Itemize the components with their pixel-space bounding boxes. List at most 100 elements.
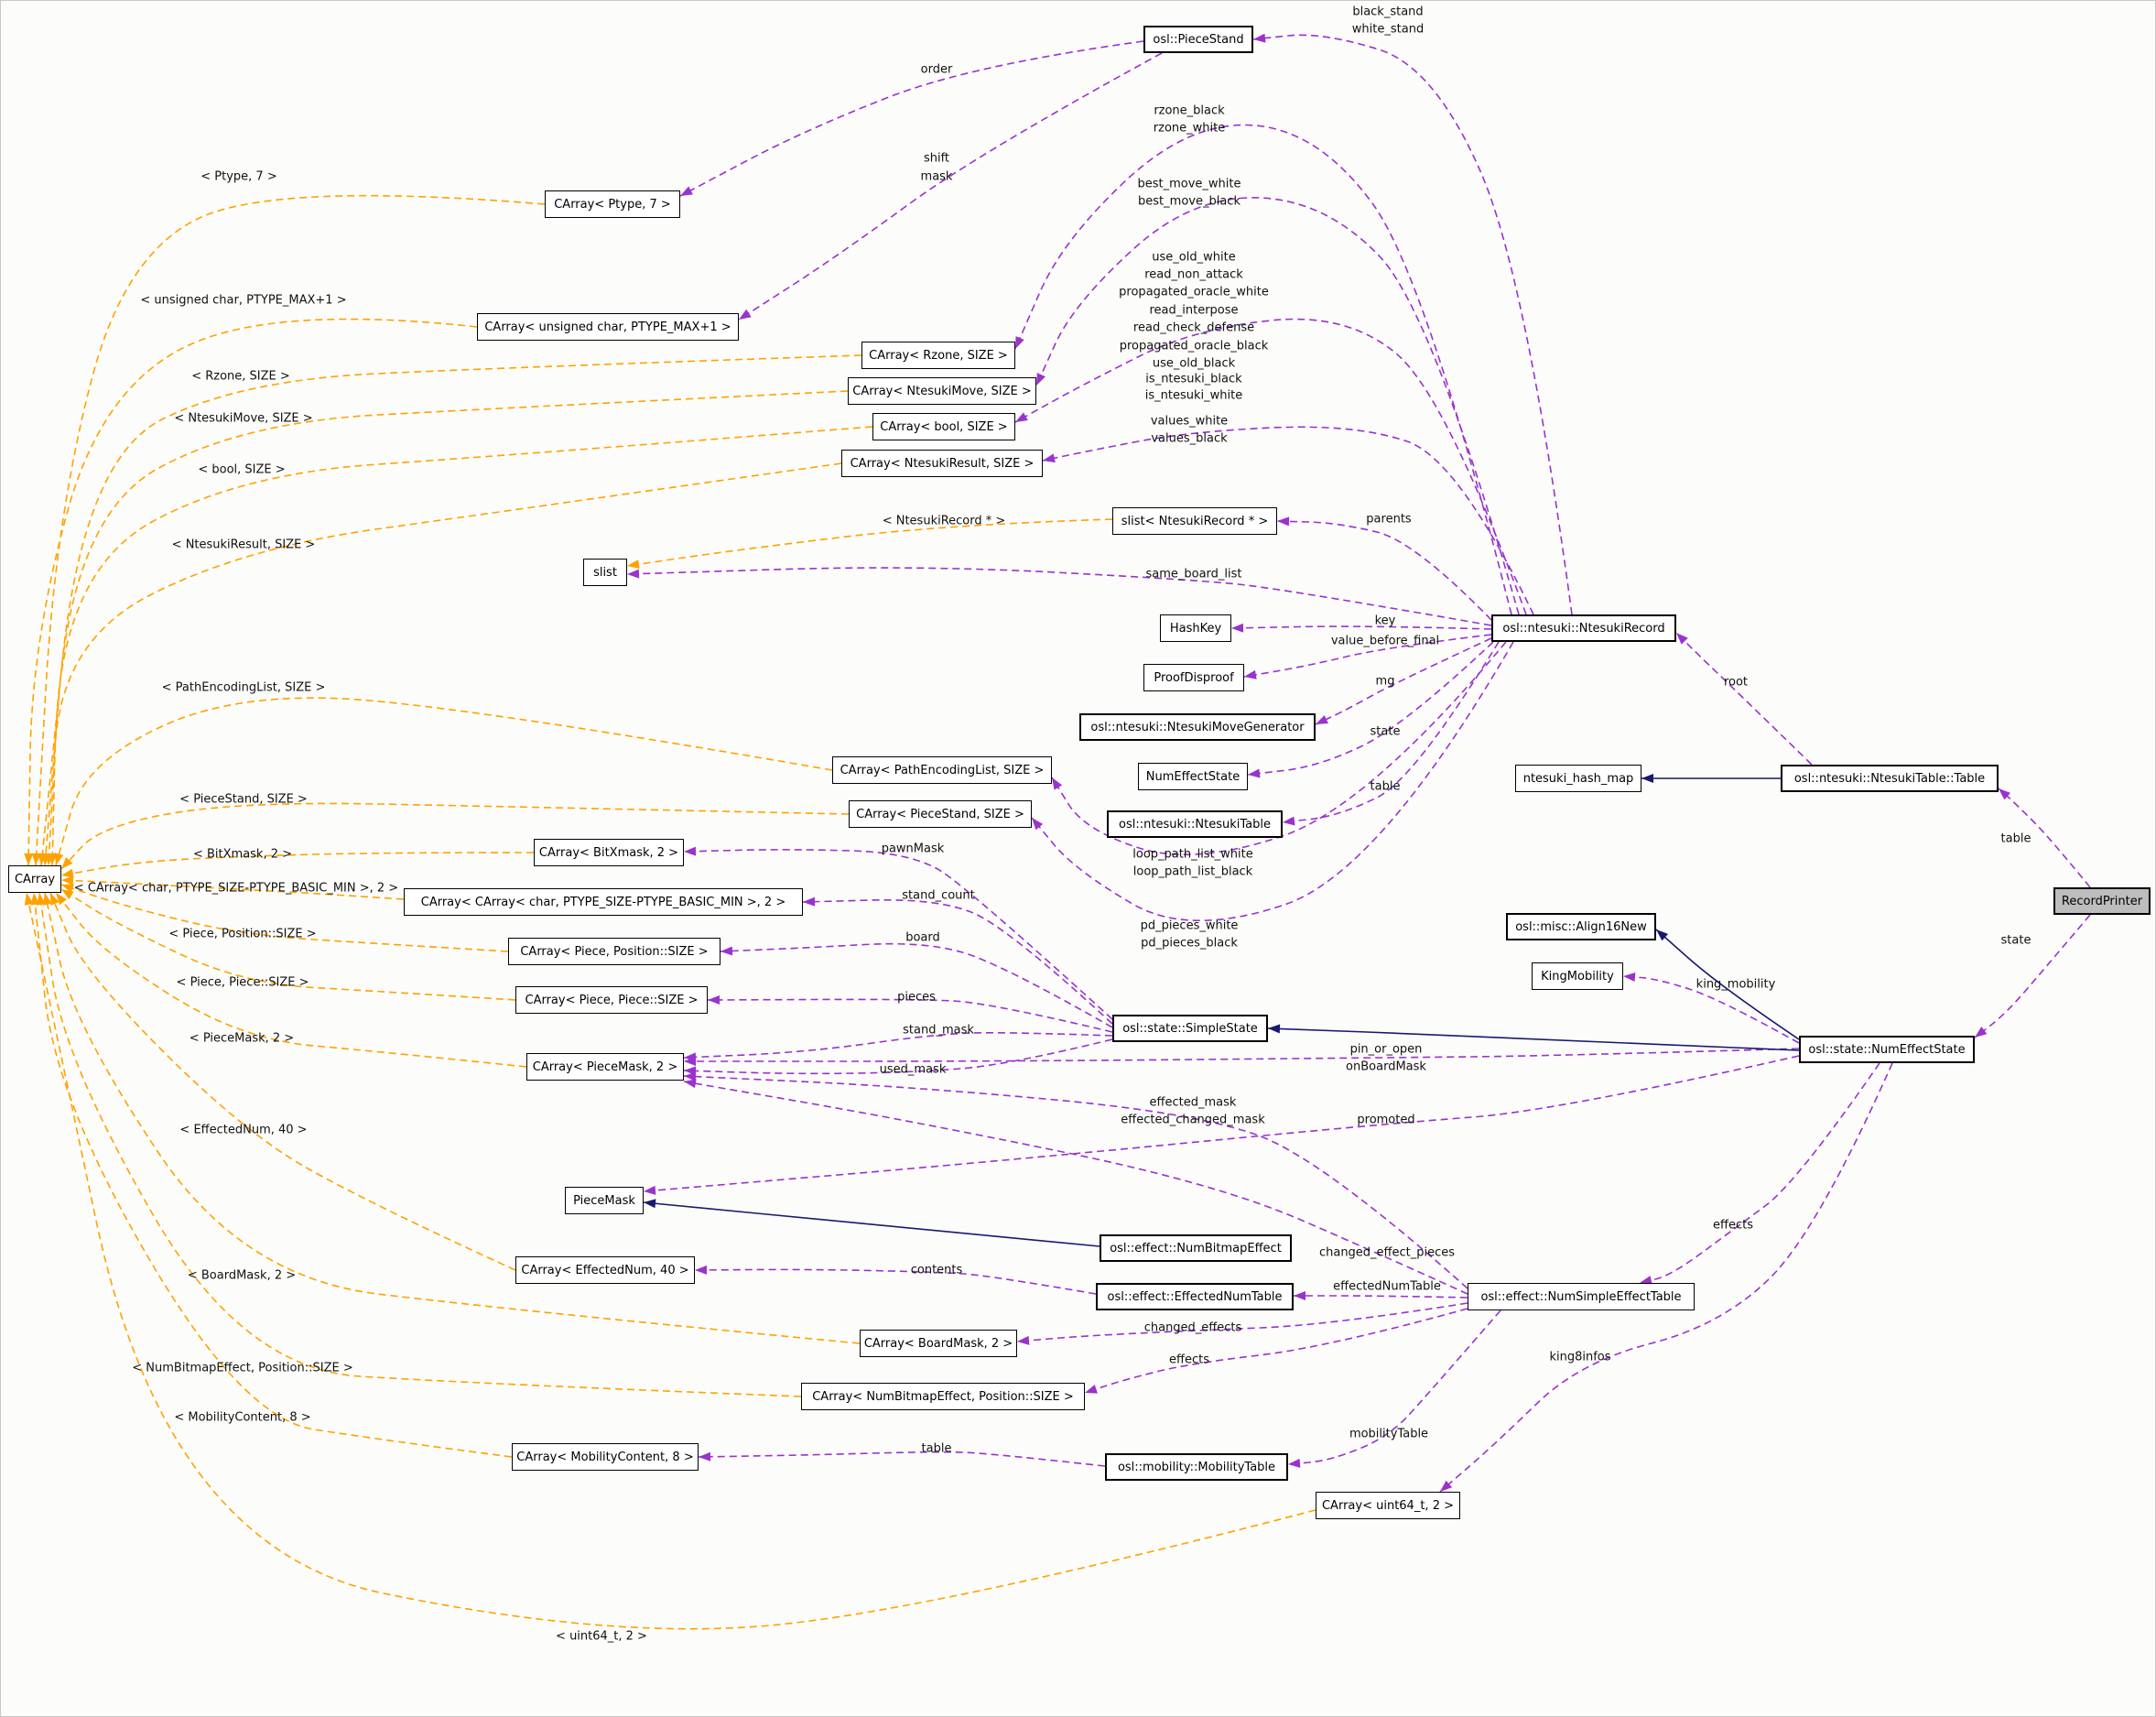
edge-ntesukiRecord--hashKey [1230, 625, 1492, 630]
edge-carrayPieceStand--carray [60, 802, 850, 870]
edge-carrayUint64--carray [26, 892, 1316, 1630]
arrowhead [684, 1079, 697, 1089]
class-node-pieceStand[interactable]: osl::PieceStand [1143, 26, 1253, 53]
edge-carrayMobilityContent--carray [33, 892, 513, 1458]
class-node-carrayPiecePosition[interactable]: CArray< Piece, Position::SIZE > [508, 938, 720, 965]
edge-simpleState--carrayPiecePosition [720, 942, 1113, 1028]
arrowhead [42, 893, 52, 906]
edge-simpleState--carrayPieceMask2 [683, 1038, 1113, 1075]
class-node-carrayUint64[interactable]: CArray< uint64_t, 2 > [1316, 1492, 1460, 1519]
class-node-carrayPieceMask2[interactable]: CArray< PieceMask, 2 > [526, 1053, 684, 1081]
class-node-carrayPiecePiece[interactable]: CArray< Piece, Piece::SIZE > [515, 986, 708, 1014]
edge-numSimpleEffectTable--carrayPieceMask2 [683, 1075, 1468, 1289]
class-node-pieceMask[interactable]: PieceMask [565, 1187, 644, 1214]
class-node-hashKey[interactable]: HashKey [1160, 614, 1231, 642]
arrowhead [1999, 788, 2011, 800]
edge-pieceStand--carrayUChar [738, 52, 1163, 321]
arrowhead [1623, 973, 1636, 983]
edge-carrayPathEncodingList--carray [55, 697, 833, 866]
class-node-carrayBitXmask[interactable]: CArray< BitXmask, 2 > [534, 839, 684, 866]
class-node-recordPrinter[interactable]: RecordPrinter [2053, 887, 2151, 915]
class-node-ntesukiTableTable[interactable]: osl::ntesuki::NtesukiTable::Table [1781, 765, 1999, 792]
arrowhead [24, 853, 34, 865]
edge-ntesukiRecord--slistNtesukiRecord [1276, 520, 1492, 621]
arrowhead [644, 1199, 656, 1209]
class-node-carrayMobilityContent[interactable]: CArray< MobilityContent, 8 > [512, 1443, 699, 1471]
edge-numEffectState--carrayUint64 [1439, 1062, 1893, 1493]
class-node-carrayPtype7[interactable]: CArray< Ptype, 7 > [545, 190, 680, 218]
edge-ntesukiRecord--slist [626, 567, 1492, 626]
edge-numSimpleEffectTable--mobilityTable [1287, 1309, 1501, 1465]
class-node-carrayNtesukiResult[interactable]: CArray< NtesukiResult, SIZE > [841, 450, 1043, 477]
edge-ntesukiRecord--ntesukiTableRef [1282, 641, 1500, 823]
class-node-numEffectState[interactable]: osl::state::NumEffectState [1799, 1036, 1975, 1063]
class-node-carray[interactable]: CArray [8, 865, 61, 893]
arrowhead [1316, 714, 1328, 724]
edge-carrayUChar--carray [27, 318, 478, 866]
arrowhead [31, 853, 41, 865]
arrowhead [1656, 929, 1669, 941]
edge-carrayNumBitmapEffect--carray [38, 892, 802, 1397]
edge-numEffectState--align16New [1655, 929, 1800, 1040]
arrowhead [50, 893, 60, 906]
class-node-effectedNumTable[interactable]: osl::effect::EffectedNumTable [1096, 1283, 1294, 1310]
class-node-mobilityTable[interactable]: osl::mobility::MobilityTable [1105, 1453, 1288, 1481]
class-node-numSimpleEffectTable[interactable]: osl::effect::NumSimpleEffectTable [1468, 1283, 1695, 1310]
arrowhead [1640, 1276, 1652, 1285]
class-node-ntesukiHashMap[interactable]: ntesuki_hash_map [1515, 765, 1641, 792]
edge-carrayPiecePosition--carray [60, 884, 509, 952]
edge-ntesukiTableTable--ntesukiRecord [1675, 632, 1813, 766]
class-node-ntesukiTableRef[interactable]: osl::ntesuki::NtesukiTable [1107, 810, 1283, 838]
arrowhead [699, 1451, 711, 1462]
arrowhead [54, 853, 64, 865]
arrowhead [684, 1071, 697, 1081]
class-node-proofDisproof[interactable]: ProofDisproof [1143, 664, 1244, 691]
class-node-carrayRzone[interactable]: CArray< Rzone, SIZE > [861, 342, 1015, 369]
edge-carrayPiecePiece--carray [60, 888, 516, 1001]
class-node-carrayPathEncodingList[interactable]: CArray< PathEncodingList, SIZE > [832, 756, 1052, 784]
class-node-ntesukiMoveGenerator[interactable]: osl::ntesuki::NtesukiMoveGenerator [1079, 713, 1316, 741]
arrowhead [1244, 669, 1257, 679]
edge-numEffectState--kingMobility [1622, 975, 1800, 1044]
class-node-simpleState[interactable]: osl::state::SimpleState [1112, 1015, 1268, 1042]
edge-numSimpleEffectTable--carrayPieceMask2 [683, 1081, 1468, 1295]
class-node-carrayPieceStand[interactable]: CArray< PieceStand, SIZE > [849, 800, 1032, 828]
class-node-carrayBoardMask[interactable]: CArray< BoardMask, 2 > [860, 1330, 1017, 1357]
arrowhead [720, 946, 733, 956]
arrowhead [1017, 1335, 1030, 1345]
edge-pieceStand--carrayPtype7 [679, 40, 1144, 197]
edge-slistNtesukiRecord--slist [626, 518, 1113, 567]
arrowhead [1032, 818, 1044, 831]
class-node-align16New[interactable]: osl::misc::Align16New [1506, 913, 1656, 940]
arrowhead [36, 893, 46, 906]
class-node-slistNtesukiRecord[interactable]: slist< NtesukiRecord * > [1112, 507, 1277, 535]
edge-recordPrinter--ntesukiTableTable [1998, 788, 2091, 888]
edge-carrayBool--carray [48, 426, 873, 866]
class-node-carrayNumBitmapEffect[interactable]: CArray< NumBitmapEffect, Position::SIZE … [801, 1383, 1085, 1410]
class-node-numBitmapEffect[interactable]: osl::effect::NumBitmapEffect [1100, 1234, 1292, 1262]
class-node-numEffectStateRef[interactable]: NumEffectState [1138, 763, 1248, 790]
arrowhead [1043, 453, 1056, 463]
class-node-carrayNtesukiMove[interactable]: CArray< NtesukiMove, SIZE > [848, 377, 1036, 405]
edge-ntesukiRecord--pieceStand [1252, 34, 1573, 615]
edge-carrayRzone--carray [40, 354, 862, 866]
arrowhead [1015, 336, 1024, 349]
edge-numSimpleEffectTable--carrayNumBitmapEffect [1084, 1308, 1468, 1394]
arrowhead [30, 893, 40, 906]
arrowhead [48, 853, 58, 865]
class-node-carrayEffectedNum[interactable]: CArray< EffectedNum, 40 > [515, 1256, 695, 1284]
arrowhead [627, 569, 640, 579]
class-node-carrayUChar[interactable]: CArray< unsigned char, PTYPE_MAX+1 > [477, 313, 739, 341]
arrowhead [1641, 774, 1653, 783]
class-node-carrayBool[interactable]: CArray< bool, SIZE > [872, 413, 1015, 440]
class-node-kingMobility[interactable]: KingMobility [1532, 962, 1623, 990]
arrowhead [61, 857, 73, 869]
class-node-carrayCharArray[interactable]: CArray< CArray< char, PTYPE_SIZE-PTYPE_B… [404, 888, 803, 916]
class-node-ntesukiRecord[interactable]: osl::ntesuki::NtesukiRecord [1491, 614, 1676, 642]
edge-ntesukiRecord--carrayPieceStand [1031, 641, 1514, 922]
arrowhead [56, 893, 67, 906]
class-node-slist[interactable]: slist [583, 559, 627, 586]
arrowhead [684, 846, 697, 856]
